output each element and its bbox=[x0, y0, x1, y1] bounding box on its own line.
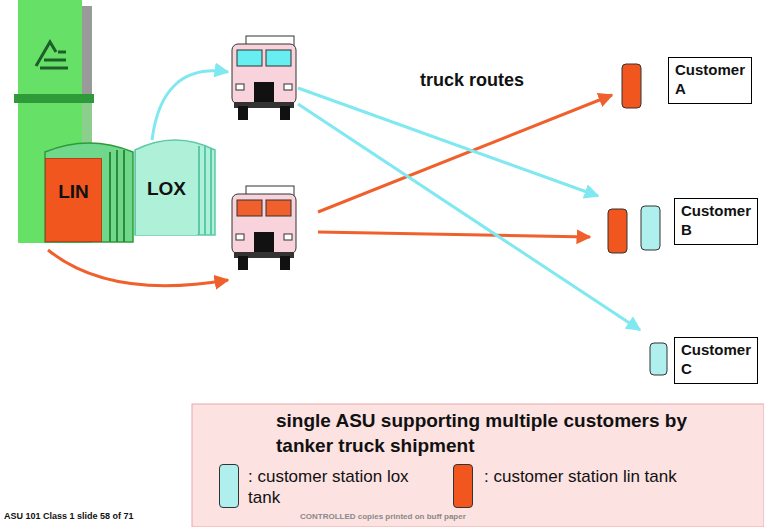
legend-band bbox=[192, 404, 764, 527]
lin-storage-tank bbox=[45, 143, 133, 242]
route-label: truck routes bbox=[420, 70, 524, 91]
asu-tower bbox=[14, 94, 94, 103]
customer-station-tanks bbox=[622, 64, 641, 108]
customer-station-tanks bbox=[641, 206, 660, 250]
node-text: Customer B bbox=[681, 202, 751, 240]
legend-text: : customer station lox tank bbox=[248, 466, 440, 509]
company-logo bbox=[58, 51, 66, 54]
truck-route-lines bbox=[298, 88, 598, 196]
legend-swatch bbox=[219, 464, 239, 508]
lin-storage-tank bbox=[116, 150, 118, 242]
node-text: Customer A bbox=[675, 61, 745, 99]
lox-tank: LOX bbox=[135, 150, 197, 235]
lin-tanker-truck bbox=[238, 256, 248, 270]
lox-tanker-truck bbox=[236, 84, 244, 90]
asu-tower bbox=[82, 6, 92, 100]
company-logo bbox=[40, 67, 68, 70]
node-text: LIN bbox=[46, 181, 101, 203]
truck-route-lines bbox=[298, 104, 640, 330]
company-logo bbox=[44, 59, 66, 62]
lox-tanker-truck bbox=[232, 44, 296, 104]
customer-box: Customer C bbox=[674, 337, 758, 384]
node-text: Customer C bbox=[681, 341, 751, 379]
fill-arrows bbox=[48, 250, 228, 286]
lox-tanker-truck bbox=[266, 50, 291, 66]
lin-storage-tank bbox=[45, 143, 133, 242]
legend-text: : customer station lin tank bbox=[484, 466, 689, 487]
fill-arrows bbox=[152, 71, 228, 140]
lin-tanker-truck bbox=[232, 194, 296, 254]
lox-storage-tank bbox=[135, 140, 215, 235]
lin-tanker-truck bbox=[236, 234, 244, 240]
truck-route-lines bbox=[298, 88, 640, 330]
lox-tanker-truck bbox=[238, 106, 248, 120]
node-text: LOX bbox=[136, 178, 197, 200]
lox-tanker-truck bbox=[284, 84, 292, 90]
lin-tanker-truck bbox=[237, 200, 262, 216]
company-logo bbox=[36, 42, 56, 66]
control-note: CONTROLLED copies printed on buff paper bbox=[300, 512, 466, 521]
lin-tanker-truck bbox=[266, 200, 291, 216]
company-logo bbox=[36, 42, 68, 68]
customer-station-tanks bbox=[650, 343, 667, 375]
lin-storage-tank bbox=[123, 150, 125, 242]
lox-tanker-truck bbox=[237, 50, 262, 66]
lin-tanker-truck bbox=[232, 186, 296, 270]
lin-tank: LIN bbox=[45, 158, 102, 242]
customer-box: Customer B bbox=[674, 198, 758, 245]
slide-footer: ASU 101 Class 1 slide 58 of 71 bbox=[4, 511, 134, 521]
customer-station-tanks bbox=[608, 64, 667, 375]
lox-storage-tank bbox=[198, 146, 200, 235]
lin-tanker-truck bbox=[284, 234, 292, 240]
lox-tanker-truck bbox=[232, 36, 296, 120]
truck-route-lines bbox=[318, 232, 590, 237]
caption: single ASU supporting multiple customers… bbox=[276, 409, 746, 458]
lin-tanker-truck bbox=[280, 256, 290, 270]
lin-tanker-truck bbox=[254, 232, 274, 252]
lox-tanker-truck bbox=[280, 106, 290, 120]
legend-band bbox=[192, 404, 764, 527]
lox-tanker-truck bbox=[254, 82, 274, 102]
asu-tower bbox=[18, 0, 82, 100]
customer-station-tanks bbox=[608, 209, 627, 253]
lox-storage-tank bbox=[210, 148, 212, 235]
customer-box: Customer A bbox=[668, 57, 752, 104]
legend-swatch bbox=[453, 464, 473, 508]
lin-storage-tank bbox=[109, 152, 111, 242]
lox-storage-tank bbox=[204, 146, 206, 235]
lox-storage-tank bbox=[135, 140, 215, 235]
